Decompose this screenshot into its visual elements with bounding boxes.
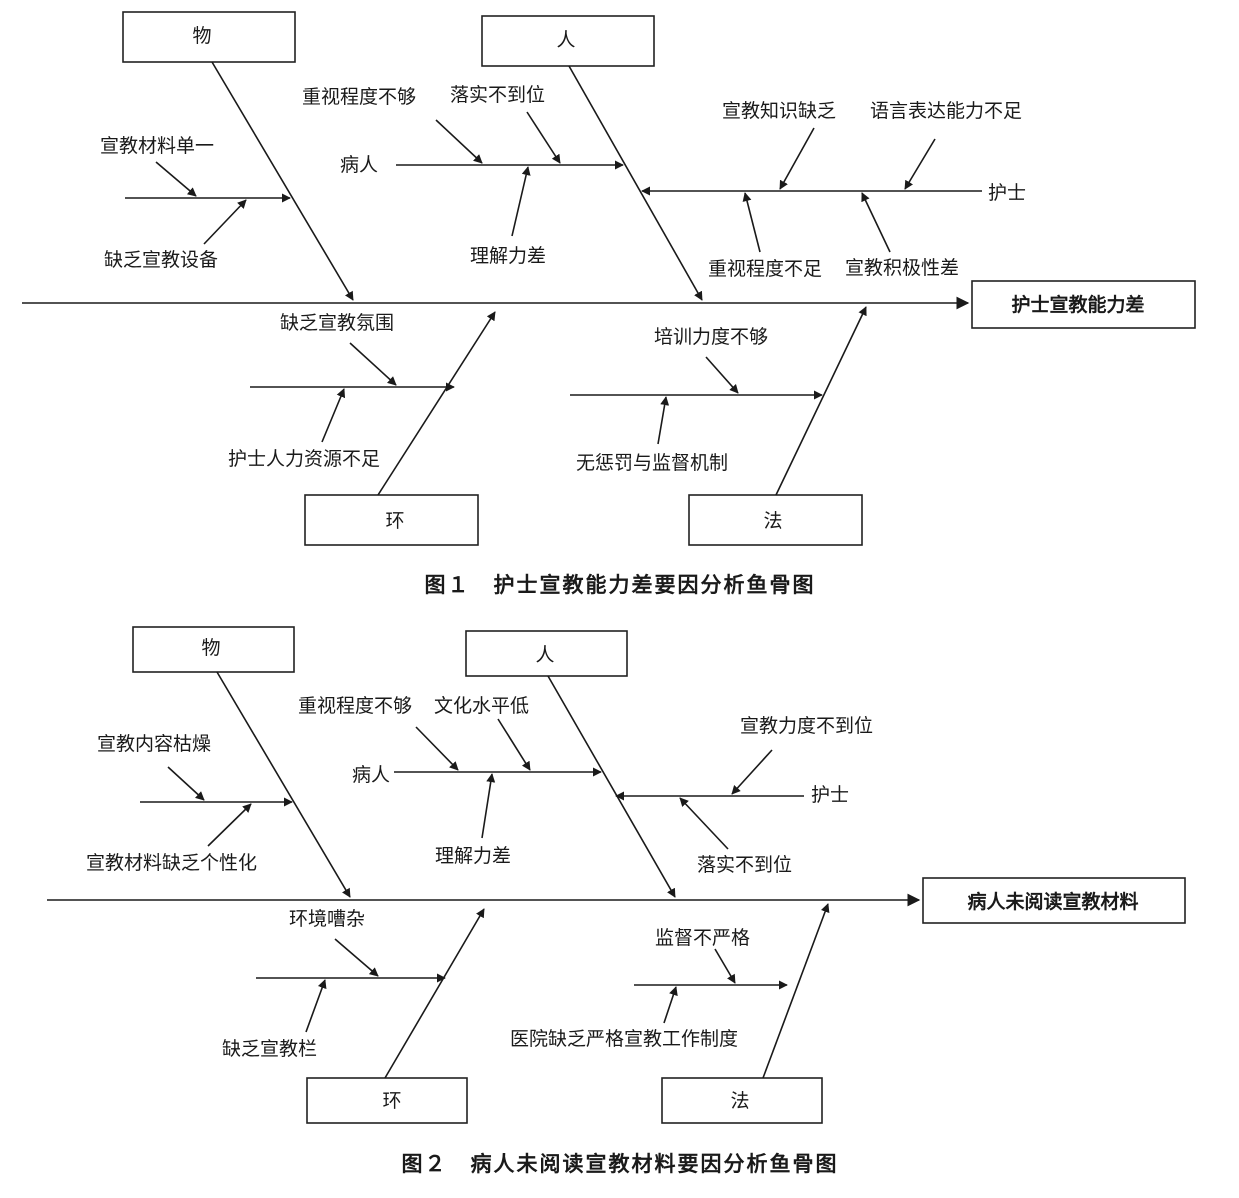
arrow-nurse-a (779, 127, 815, 190)
sub-label-patient: 病人 (340, 154, 378, 176)
category-label-ren: 人 (556, 29, 575, 51)
arrow-fa-b (663, 986, 678, 1024)
effect-label: 病人未阅读宣教材料 (967, 890, 1138, 913)
cause-nurse-d: 宣教积极性差 (845, 257, 959, 279)
cause-wu-b: 宣教材料缺乏个性化 (86, 852, 257, 874)
category-label-fa: 法 (763, 510, 782, 532)
category-label-wu: 物 (192, 25, 211, 47)
figure-caption-1: 图１ 护士宣教能力差要因分析鱼骨图 (425, 573, 816, 597)
cause-fa-a: 监督不严格 (655, 927, 750, 949)
arrow-huan-a (334, 938, 379, 977)
category-box-fa (661, 1077, 823, 1124)
arrow-wu-b (203, 199, 247, 245)
category-box-wu (132, 626, 295, 673)
category-box-ren (465, 630, 628, 677)
bone-ren (547, 675, 676, 898)
category-label-fa: 法 (730, 1090, 749, 1112)
sub-label-nurse: 护士 (811, 784, 849, 806)
cause-nurse-b: 语言表达能力不足 (870, 100, 1022, 122)
sub-label-patient: 病人 (352, 764, 390, 786)
cause-huan-a: 环境嘈杂 (289, 908, 365, 930)
arrow-fa-a (714, 948, 736, 984)
arrow-wu-b (207, 803, 252, 847)
bone-wu (211, 61, 354, 301)
fishbone-diagram-2: 病人未阅读宣教材料 物 人 环 法 宣教内容枯燥 宣教材料缺乏个性化 病人 重视… (47, 626, 1186, 1176)
effect-label: 护士宣教能力差 (1011, 293, 1144, 316)
cause-nurse-b: 落实不到位 (697, 854, 792, 876)
cause-nurse-a: 宣教知识缺乏 (722, 100, 836, 122)
category-box-wu (122, 11, 296, 63)
category-label-ren: 人 (535, 644, 554, 666)
arrow-patient-a (435, 119, 483, 164)
arrow-huan-b (321, 388, 346, 443)
cause-fa-a: 培训力度不够 (654, 326, 768, 348)
arrow-fa-b (657, 396, 670, 445)
category-box-huan (304, 494, 479, 546)
cause-fa-b: 无惩罚与监督机制 (576, 452, 728, 474)
bone-wu (216, 671, 351, 898)
arrow-patient-c (481, 773, 496, 839)
cause-wu-b: 缺乏宣教设备 (104, 249, 218, 271)
cause-fa-b: 医院缺乏严格宣教工作制度 (510, 1028, 738, 1050)
arrow-wu-a (167, 766, 205, 801)
arrow-huan-b (305, 979, 327, 1033)
fishbone-diagram-1: 护士宣教能力差 物 人 环 法 宣教材料单一 缺乏宣教设备 病人 重视程度不够 … (22, 11, 1196, 597)
arrow-patient-b (526, 111, 561, 164)
arrow-fa-a (705, 356, 739, 394)
bone-fa (762, 903, 830, 1079)
cause-patient-c: 理解力差 (435, 845, 511, 867)
cause-nurse-a: 宣教力度不到位 (740, 715, 873, 737)
arrow-patient-a (415, 726, 459, 771)
category-box-ren (481, 15, 655, 67)
category-label-wu: 物 (201, 637, 220, 659)
arrow-nurse-c (742, 192, 761, 253)
arrow-patient-c (511, 166, 531, 237)
cause-patient-c: 理解力差 (470, 245, 546, 267)
arrow-wu-a (155, 161, 197, 197)
cause-huan-a: 缺乏宣教氛围 (280, 312, 394, 334)
bone-fa (775, 306, 867, 496)
category-box-huan (306, 1077, 468, 1124)
cause-patient-a: 重视程度不够 (302, 86, 416, 108)
sub-label-nurse: 护士 (988, 182, 1026, 204)
cause-patient-b: 落实不到位 (450, 84, 545, 106)
cause-nurse-c: 重视程度不足 (708, 258, 822, 280)
arrow-nurse-d (861, 192, 891, 253)
cause-wu-a: 宣教材料单一 (100, 135, 214, 157)
effect-box (971, 280, 1196, 329)
bone-huan (384, 908, 485, 1079)
arrow-patient-b (497, 718, 531, 771)
cause-patient-a: 重视程度不够 (298, 695, 412, 717)
arrow-huan-a (349, 342, 397, 386)
cause-wu-a: 宣教内容枯燥 (97, 733, 211, 755)
category-label-huan: 环 (385, 510, 404, 532)
category-box-fa (688, 494, 863, 546)
category-label-huan: 环 (382, 1090, 401, 1112)
cause-huan-b: 护士人力资源不足 (228, 448, 380, 470)
bone-huan (377, 311, 496, 496)
effect-box (922, 877, 1186, 924)
arrow-nurse-b (679, 797, 729, 850)
figure-caption-2: 图２ 病人未阅读宣教材料要因分析鱼骨图 (402, 1152, 839, 1176)
cause-patient-b: 文化水平低 (434, 695, 529, 717)
cause-huan-b: 缺乏宣教栏 (222, 1038, 317, 1060)
arrow-nurse-a (731, 749, 773, 795)
bone-ren (568, 65, 703, 301)
arrow-nurse-b (904, 138, 936, 190)
